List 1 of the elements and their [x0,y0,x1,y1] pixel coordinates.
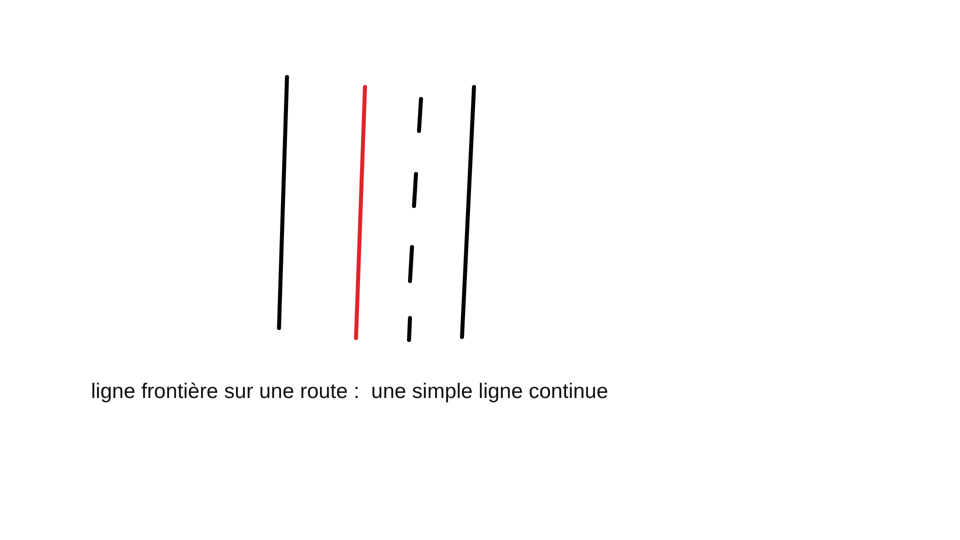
caption: ligne frontière sur une route : une simple ligne continue [91,380,608,404]
